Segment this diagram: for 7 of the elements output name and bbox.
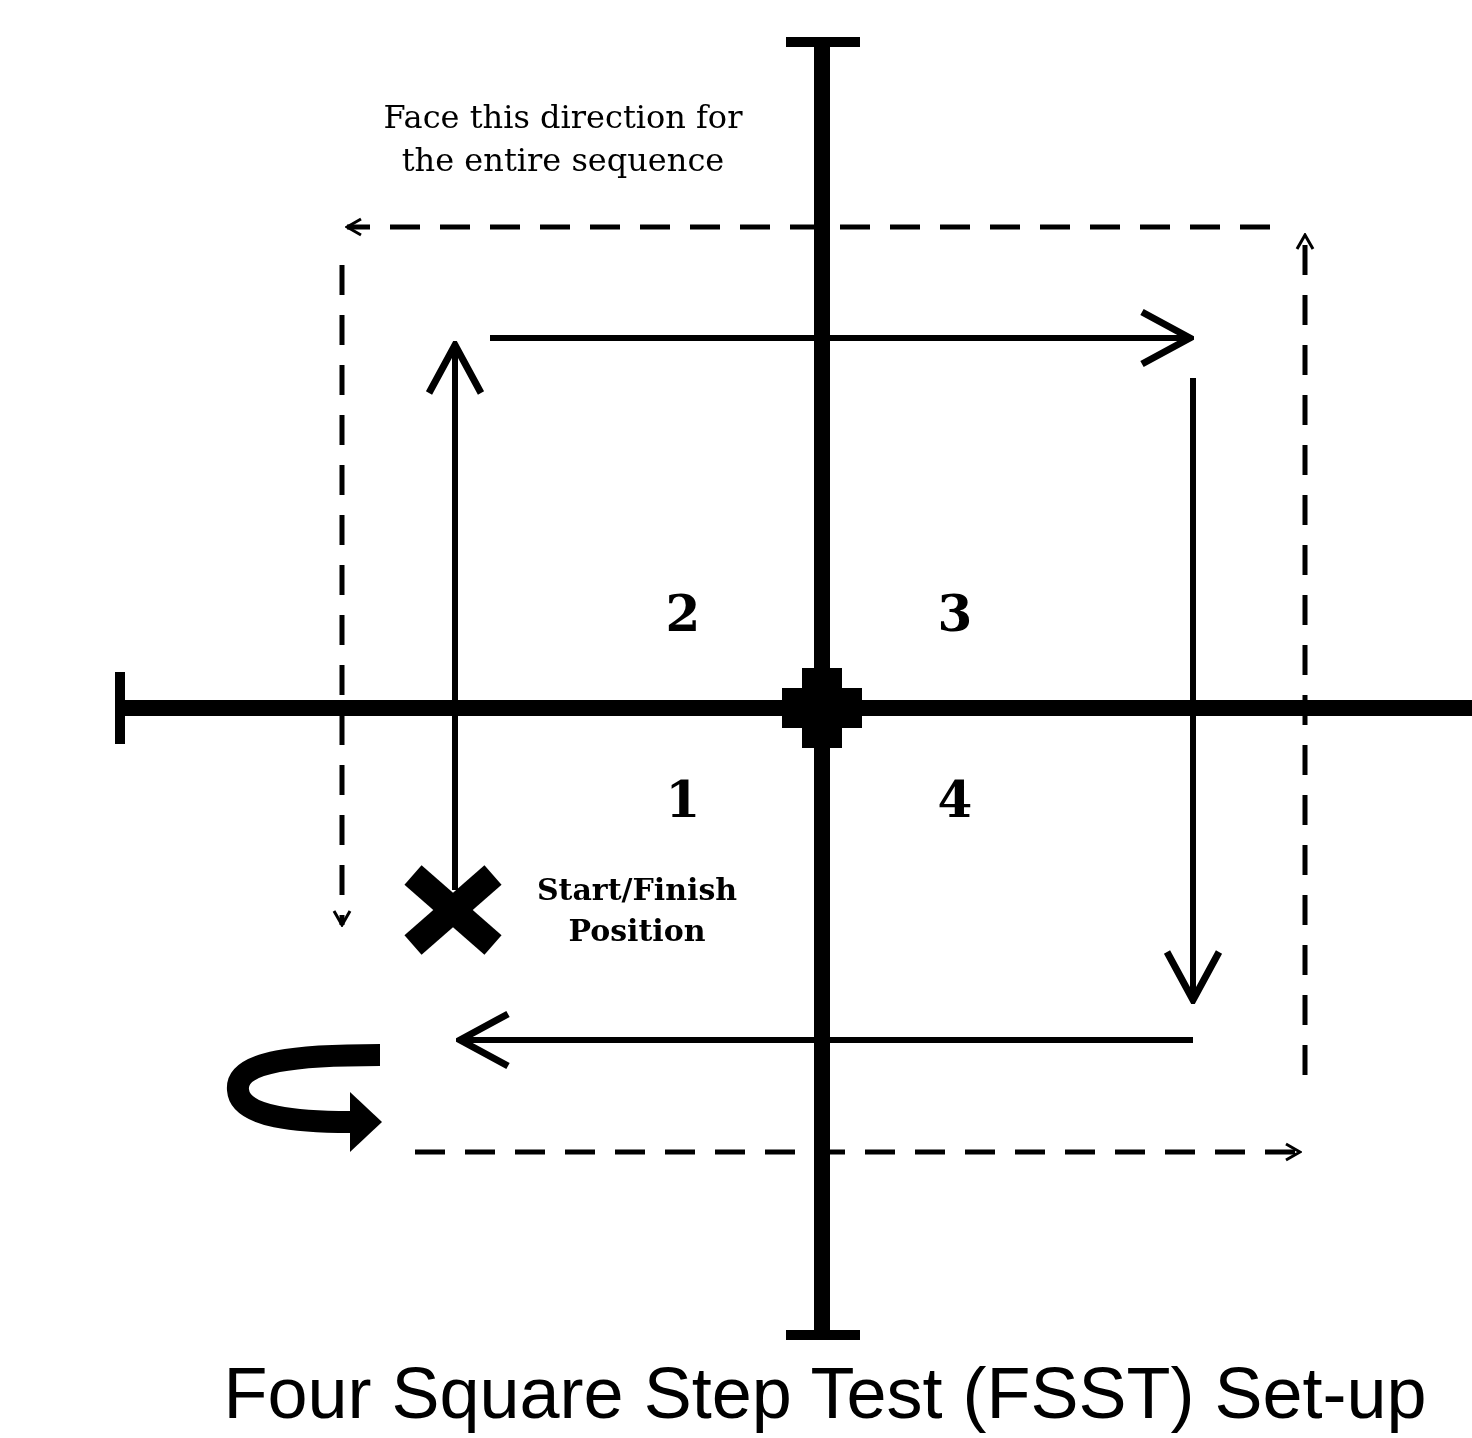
position-label: Start/Finish Position — [535, 871, 739, 950]
square-number: 2 — [664, 583, 702, 645]
caption: Four Square Step Test (FSST) Set-up — [222, 1352, 1428, 1434]
instruction-text: Face this direction for the entire sequence — [382, 97, 744, 182]
square-number: 1 — [664, 769, 702, 831]
square-number: 3 — [936, 583, 974, 645]
square-number: 4 — [936, 769, 974, 831]
